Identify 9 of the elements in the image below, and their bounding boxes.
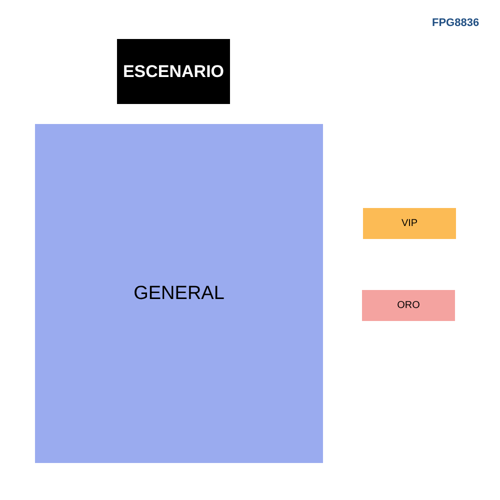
stage-block	[117, 39, 230, 104]
oro-section	[362, 290, 455, 321]
map-code-label: FPG8836	[432, 17, 480, 29]
section-label: ORO	[397, 300, 420, 311]
section-label: VIP	[401, 218, 418, 229]
section-label: GENERAL	[134, 282, 224, 304]
vip-section	[363, 208, 456, 239]
section-label: ESCENARIO	[122, 62, 224, 82]
general-section	[35, 124, 323, 463]
